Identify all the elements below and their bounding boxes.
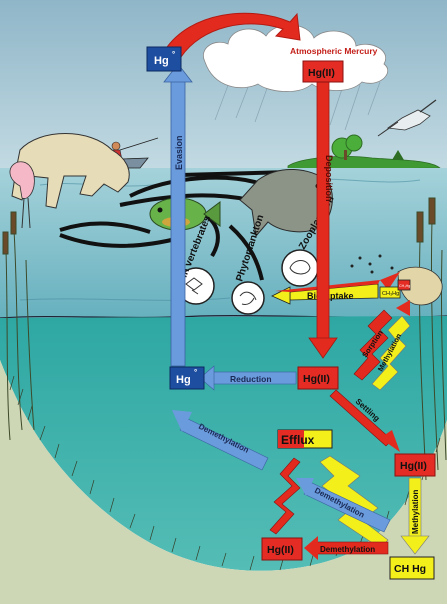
plankton-dots: [350, 254, 394, 274]
reduction-arrow: [199, 365, 297, 391]
methylation-right-label: Methylation: [411, 489, 420, 534]
yellow-zigzag-efflux-arrow: [319, 455, 389, 549]
hg0-top-superscript: °: [172, 50, 175, 59]
atmospheric-mercury-label: Atmospheric Mercury: [290, 46, 378, 56]
hg2-water-node: Hg(II): [297, 366, 339, 390]
efflux-label: Efflux: [281, 433, 315, 447]
settling-arrow: [329, 389, 400, 452]
hg2-water-label: Hg(II): [303, 373, 330, 385]
sorption-methylation-zigzag: [353, 300, 411, 391]
hg0-water-node: Hg °: [169, 366, 205, 390]
ch3hg-small-box-1: CH₃Hg: [379, 286, 401, 299]
ch3hg-small-box-2: CH₃Hg: [397, 279, 411, 291]
upper-water: [0, 168, 447, 320]
reduction-label: Reduction: [230, 374, 272, 384]
hg0-water-superscript: °: [194, 368, 197, 377]
evasion-to-atmosphere-arrow: [164, 12, 301, 58]
methylation-right-arrow: [400, 477, 430, 555]
cattail-icon: [2, 211, 35, 441]
deposition-arrow: [308, 81, 338, 359]
cattail-icon: [416, 197, 447, 481]
otter-icon: [397, 266, 443, 306]
evasion-arrow: [163, 63, 193, 367]
hg2-sediment-right-node: Hg(II): [394, 453, 436, 477]
evasion-label: Evasion: [174, 135, 184, 170]
hg2-sediment-bottom-label: Hg(II): [267, 544, 294, 556]
spoonbill-icon: [9, 161, 35, 229]
ch3hg-node: CH Hg: [389, 556, 435, 580]
ch3hg-label: CH Hg: [394, 563, 426, 575]
cougar-icon: [11, 133, 130, 209]
demethylation-mid-arrow: [296, 478, 391, 533]
ch3hg-small-label-1: CH₃Hg: [382, 291, 399, 297]
sediment-left: [0, 360, 447, 604]
hg0-water-label: Hg: [176, 374, 191, 386]
zooplankton-circle: [281, 249, 319, 287]
phytoplankton-circle: [231, 281, 265, 315]
ch3hg-small-label-2: CH₃Hg: [399, 284, 410, 288]
hg2-atmosphere-label: Hg(II): [308, 67, 335, 79]
hg2-sediment-bottom-node: Hg(II): [261, 537, 303, 561]
demethylation-bottom-arrow: [304, 536, 389, 560]
deposition-label: Deposition: [324, 155, 334, 202]
heron-icon: [377, 99, 437, 137]
red-zigzag-efflux-arrow: [269, 457, 301, 535]
hg2-sediment-right-label: Hg(II): [400, 460, 427, 472]
bio-uptake-label: Bio-uptake: [307, 291, 354, 301]
hg0-top-node: Hg °: [146, 46, 182, 72]
hg0-top-label: Hg: [154, 55, 169, 67]
demethylation-upper-arrow: [172, 410, 269, 471]
efflux-node: Efflux: [277, 429, 333, 449]
demethylation-bottom-label: Demethylation: [320, 545, 375, 554]
sediment-grass: [9, 375, 441, 571]
hg2-atmosphere-node: Hg(II): [302, 60, 344, 83]
